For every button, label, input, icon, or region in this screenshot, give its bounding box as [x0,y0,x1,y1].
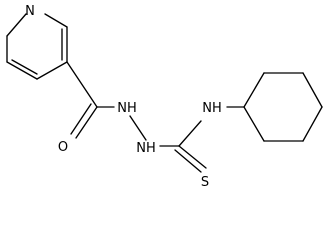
cyclohexane-ring [243,72,323,142]
bond-thiocarbon-nh [178,120,202,147]
structure-diagram: N O NH NH S NH [6,4,323,189]
bond-pyridine-c6-n [44,13,68,28]
carbonyl-oxygen-label: O [58,140,68,155]
bond-pyridine-c4-c4-inner [11,59,38,75]
bond-cyclohexane-3 [302,72,323,108]
bond-pyridine-n-c2 [6,13,27,37]
bond-thione-outer [178,145,207,169]
thione-sulfur-label: S [201,175,209,189]
bond-pyridine-c3-c4 [6,61,38,80]
bond-ring-carbonyl [66,61,98,108]
bond-carbonyl-o-outer [75,106,98,139]
bond-cyclohexane-6 [243,106,265,142]
amide-nh-label: NH [117,101,137,116]
bond-n-n [129,115,147,141]
bond-cyclohexane-4 [302,106,323,142]
bond-cyclohexane-1 [243,72,265,108]
hydrazine-nh-label: NH [136,141,156,156]
pyridine-nitrogen-label: N [25,4,35,19]
pyridine-ring [6,13,68,80]
bond-thione-inner [174,149,202,173]
bond-carbonyl-o-inner [70,103,92,135]
thioamide-nh-label: NH [202,101,222,116]
bond-pyridine-c4-c5 [36,61,68,80]
